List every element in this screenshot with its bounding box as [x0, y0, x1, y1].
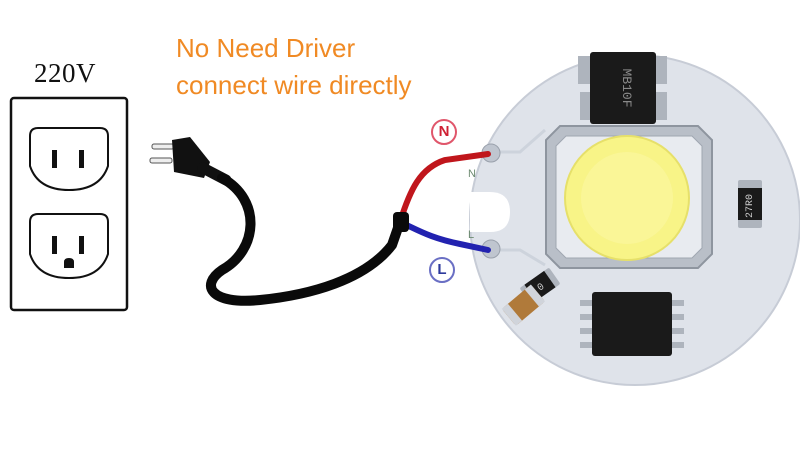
- neutral-wire: [397, 151, 491, 225]
- voltage-label: 220V: [34, 58, 96, 88]
- live-terminal-label: L: [429, 257, 455, 283]
- neutral-terminal-label: N: [431, 119, 457, 145]
- resistor-marking: 27R0: [745, 194, 756, 218]
- capacitor: [501, 284, 546, 326]
- outlet-socket-bottom: [29, 213, 109, 280]
- outlet-socket-top: [29, 127, 109, 192]
- headline-line-1: No Need Driver: [176, 33, 356, 63]
- resistor-27r0: 27R0: [738, 180, 762, 228]
- bridge-chip-marking: MB10F: [619, 68, 634, 107]
- small-resistor-marking: 0: [536, 282, 547, 294]
- power-cable: [206, 173, 405, 306]
- pad-label-n: N: [468, 168, 476, 180]
- pad-label-l: L: [468, 229, 474, 241]
- wire-junction: [393, 212, 409, 232]
- wall-outlet: [9, 96, 129, 312]
- cob-led: [545, 125, 713, 269]
- bridge-rectifier-chip: MB10F: [578, 52, 667, 124]
- driver-ic: [580, 292, 684, 356]
- headline: No Need Driver connect wire directly: [176, 30, 412, 104]
- power-plug: [149, 137, 232, 186]
- headline-line-2: connect wire directly: [176, 70, 412, 100]
